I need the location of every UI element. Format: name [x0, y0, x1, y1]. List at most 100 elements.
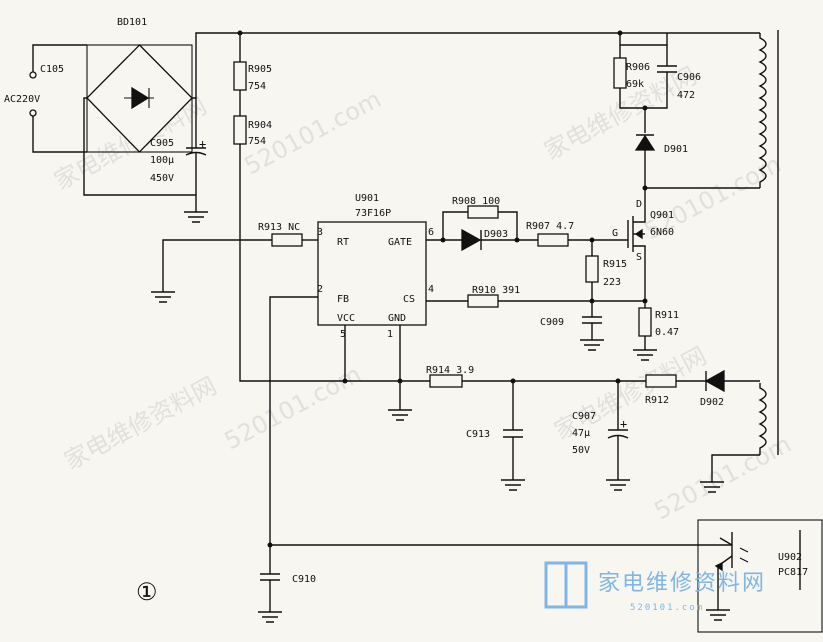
pin4-num: 4 [428, 284, 434, 295]
r911-label: R911 [655, 310, 679, 321]
q-s-label: S [636, 252, 642, 263]
r912-label: R912 [645, 395, 669, 406]
ground-icon [633, 349, 657, 361]
logo-text: 家电维修资料网 [598, 571, 766, 596]
r912-resistor [645, 374, 677, 388]
c913-label: C913 [466, 429, 490, 440]
c906-label: C906 [677, 72, 701, 83]
circle-one-marker: ① [136, 578, 158, 606]
c905-plus: + [199, 137, 206, 151]
ground-icon [706, 609, 730, 621]
u902-outline [697, 519, 823, 633]
r905-value: 754 [248, 81, 266, 92]
u902-label: U902 [778, 552, 802, 563]
fb-network: C910 U902 PC817 [258, 296, 823, 633]
r911-value: 0.47 [655, 327, 679, 338]
ground-icon [580, 339, 604, 351]
ground-icon [151, 291, 175, 303]
pin5-num: 5 [340, 329, 346, 340]
transformer [758, 30, 779, 455]
pin2-num: 2 [317, 284, 323, 295]
ac-terminal-top [29, 71, 37, 79]
r905-resistor [233, 61, 247, 91]
ac220v-label: AC220V [4, 94, 40, 105]
r908-resistor [467, 205, 499, 219]
q-g-label: G [612, 228, 618, 239]
c905-value: 100μ [150, 155, 174, 166]
logo-sub: 520101.com [630, 603, 704, 613]
c913-capacitor [503, 381, 523, 480]
r914-resistor [429, 374, 463, 388]
bridge-diode-icon [131, 86, 150, 110]
c905-voltage: 450V [150, 173, 174, 184]
r915-value: 223 [603, 277, 621, 288]
site-logo: 家电维修资料网 520101.com [544, 561, 766, 613]
pin-fb-label: FB [337, 294, 349, 305]
primary-winding [758, 33, 767, 188]
r906-value: 69k [626, 79, 644, 90]
c909-capacitor [582, 301, 602, 340]
c910-label: C910 [292, 574, 316, 585]
r907-resistor [537, 233, 569, 247]
u901-part: 73F16P [355, 208, 391, 219]
r914-label: R914 3.9 [426, 365, 474, 376]
bd101-label: BD101 [117, 17, 147, 28]
r904-value: 754 [248, 136, 266, 147]
r908-label: R908 100 [452, 196, 500, 207]
q901-label: Q901 [650, 210, 674, 221]
r904-label: R904 [248, 120, 272, 131]
gate-network: R908 100 D903 R907 4.7 [426, 196, 628, 252]
vcc-network: R914 3.9 C913 + C907 47μ 50V R912 D902 [342, 325, 760, 493]
d901-diode-icon [634, 134, 656, 151]
aux-winding [758, 383, 767, 455]
pin-gnd-label: GND [388, 313, 406, 324]
r905-label: R905 [248, 64, 272, 75]
pin-gate-label: GATE [388, 237, 412, 248]
watermark-url-1: 520101.com [240, 85, 386, 180]
d901-label: D901 [664, 144, 688, 155]
cs-network: C909 R910 391 R911 0.47 [426, 285, 679, 361]
ground-icon [501, 479, 525, 491]
r915-resistor [585, 255, 599, 283]
c909-label: C909 [540, 317, 564, 328]
r915-label: R915 [603, 259, 627, 270]
watermark-url-4: 520101.com [650, 430, 796, 525]
pin6-num: 6 [428, 227, 434, 238]
ground-icon [606, 479, 630, 491]
q-d-label: D [636, 199, 642, 210]
input-section: C105 AC220V BD101 + C905 100μ 450V [4, 17, 240, 223]
c905-label: C905 [150, 138, 174, 149]
pin1-num: 1 [387, 329, 393, 340]
c906-value: 472 [677, 90, 695, 101]
u901-ic: U901 73F16P RT GATE FB CS VCC GND 3 6 2 … [317, 193, 434, 340]
c906-capacitor [657, 45, 677, 88]
ground-icon [258, 611, 282, 623]
r904-resistor [233, 115, 247, 145]
c907-label: C907 [572, 411, 596, 422]
pin-cs-label: CS [403, 294, 415, 305]
pin3-num: 3 [317, 227, 323, 238]
r913-label: R913 NC [258, 222, 300, 233]
r910-resistor [467, 294, 499, 308]
u902-part: PC817 [778, 567, 808, 578]
c105-label: C105 [40, 64, 64, 75]
ground-icon [700, 481, 724, 493]
pin-rt-label: RT [337, 237, 349, 248]
snubber: R906 69k C906 472 D901 [613, 33, 760, 191]
u901-body [317, 221, 427, 326]
ac-terminal-bottom [29, 109, 37, 117]
r915: R915 223 [585, 240, 627, 301]
r911-resistor [638, 307, 652, 337]
q901-mosfet: D G S Q901 6N60 [612, 188, 674, 290]
u901-label: U901 [355, 193, 379, 204]
d903-diode-icon [461, 228, 482, 252]
r910-label: R910 391 [472, 285, 520, 296]
c907-value: 47μ [572, 428, 590, 439]
watermark-url-2: 520101.com [220, 360, 366, 455]
r913-resistor [271, 233, 303, 247]
svg-text:+: + [620, 417, 627, 431]
d902-diode-icon [704, 369, 725, 393]
r907-label: R907 4.7 [526, 221, 574, 232]
top-rail: R905 754 R904 754 [233, 30, 760, 382]
